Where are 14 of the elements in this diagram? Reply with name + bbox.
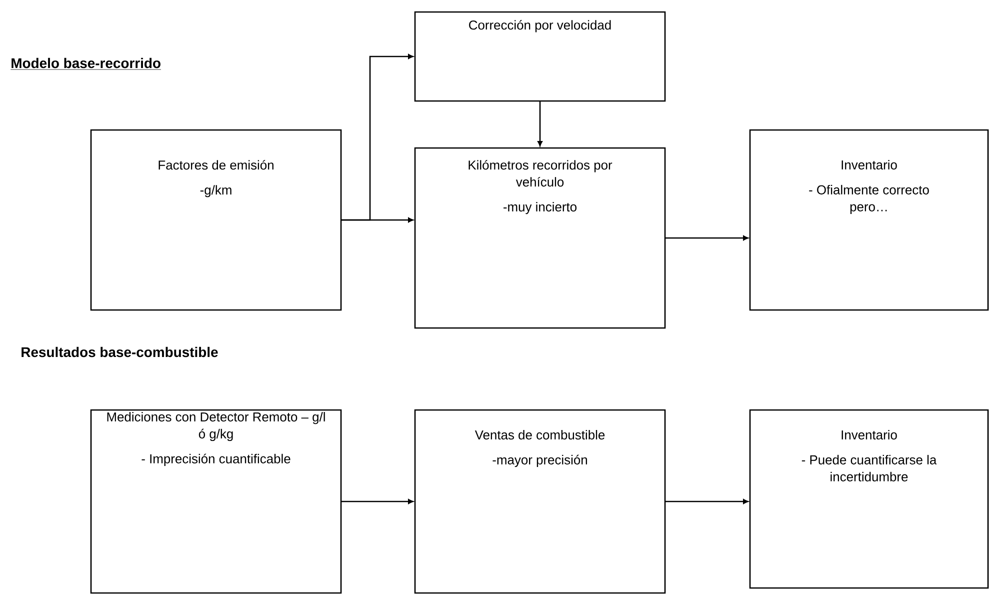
arrow <box>665 499 748 504</box>
section-heading: Resultados base-combustible <box>22 346 218 358</box>
process-box: Mediciones con Detector Remoto – g/l ó g/kg - Imprecisión cuantificable <box>90 409 342 594</box>
arrow <box>665 236 748 240</box>
process-box: Kilómetros recorridos por vehículo -muy incierto <box>414 147 666 329</box>
arrow <box>538 101 542 146</box>
process-box: Inventario - Ofialmente correcto pero… <box>749 129 989 311</box>
process-box: Inventario - Puede cuantificarse la incertidumbre <box>749 409 989 589</box>
process-box: Corrección por velocidad <box>414 11 666 102</box>
section-heading: Modelo base-recorrido <box>10 58 162 70</box>
process-box: Factores de emisión -g/km <box>90 129 342 311</box>
arrow <box>341 218 414 222</box>
arrow <box>341 499 414 504</box>
process-box: Ventas de combustible -mayor precisión <box>414 409 666 594</box>
